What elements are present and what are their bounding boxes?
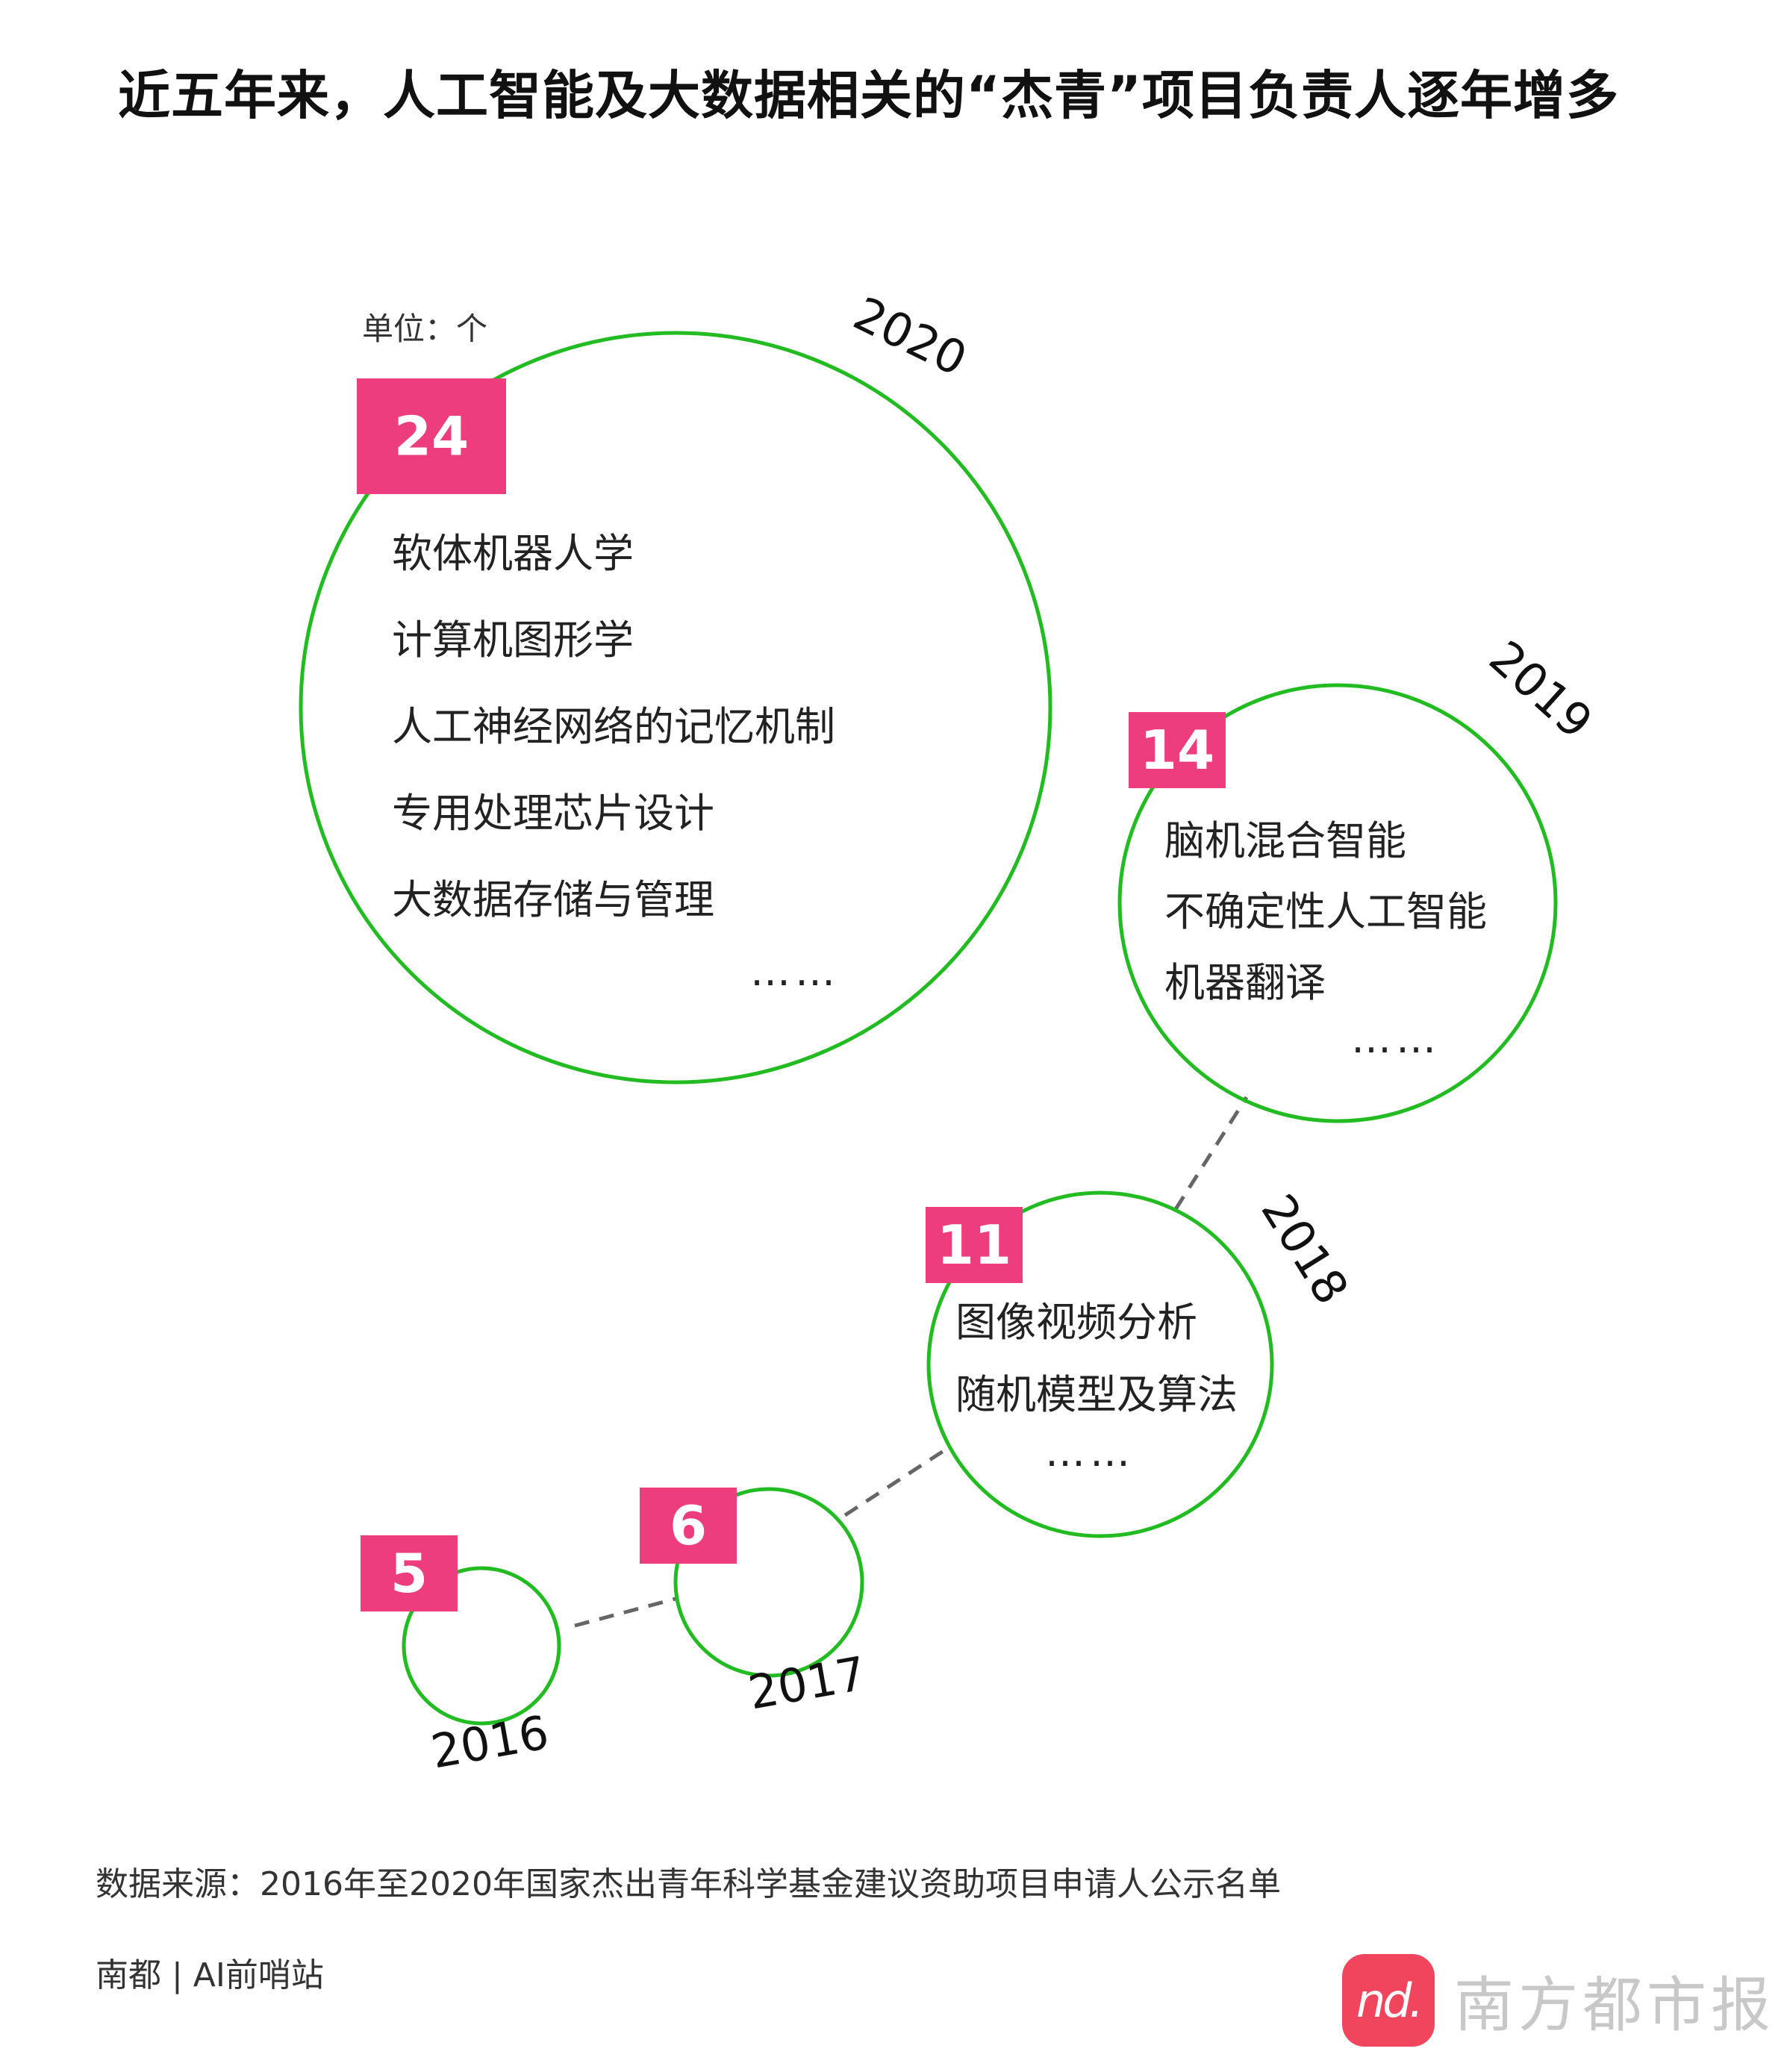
credit-line: 南都 | AI前哨站 [96,1956,324,1994]
logo-text: 南方都市报 [1454,1970,1775,2040]
publisher-logo: nd. 南方都市报 [1342,1954,1775,2047]
bubble-2019 [1117,683,1558,1123]
topic-label-2018-0: 图像视频分析 [955,1299,1197,1346]
ellipsis-2018: …… [1045,1429,1135,1476]
topic-label-2020-2: 人工神经网络的记忆机制 [392,703,835,750]
year-label-2017: 2017 [744,1646,870,1720]
count-badge-2016 [361,1535,458,1611]
topic-label-2020-0: 软体机器人学 [392,530,634,577]
count-badge-2020 [357,378,506,494]
connector-2017-2018 [843,1446,949,1517]
topic-label-2019-1: 不确定性人工智能 [1164,888,1487,935]
ellipsis-2019: …… [1351,1015,1441,1062]
logo-mark-icon: nd. [1342,1954,1435,2047]
count-badge-2017 [640,1488,737,1564]
data-source: 数据来源：2016年至2020年国家杰出青年科学基金建议资助项目申请人公示名单 [96,1865,1281,1903]
year-label-2019: 2019 [1479,630,1603,749]
count-badge-2019 [1129,712,1226,788]
count-label-2020: 24 [394,405,469,468]
topic-label-2020-4: 大数据存储与管理 [392,876,714,923]
bubble-2018 [926,1191,1274,1538]
connector-2016-2017 [574,1597,676,1628]
connector-2018-2019 [1173,1096,1249,1211]
count-label-2017: 6 [670,1494,707,1557]
count-badge-2018 [926,1207,1023,1283]
count-label-2016: 5 [390,1542,428,1605]
bubble-2016 [402,1566,561,1726]
chart-title: 近五年来，人工智能及大数据相关的“杰青”项目负责人逐年增多 [118,65,1620,126]
topic-label-2020-1: 计算机图形学 [392,617,634,664]
count-label-2019: 14 [1140,719,1214,781]
unit-label: 单位：个 [362,311,487,347]
count-label-2018: 11 [937,1214,1011,1276]
bubble-2017 [673,1487,864,1678]
topic-label-2019-2: 机器翻译 [1164,959,1326,1006]
topic-label-2019-0: 脑机混合智能 [1164,817,1406,864]
ellipsis-2020: …… [750,948,840,995]
year-label-2020: 2020 [846,286,976,387]
bubble-2020 [299,331,1052,1085]
topic-label-2018-1: 随机模型及算法 [955,1371,1238,1418]
year-label-2018: 2018 [1250,1185,1359,1314]
topic-label-2020-3: 专用处理芯片设计 [392,790,714,837]
